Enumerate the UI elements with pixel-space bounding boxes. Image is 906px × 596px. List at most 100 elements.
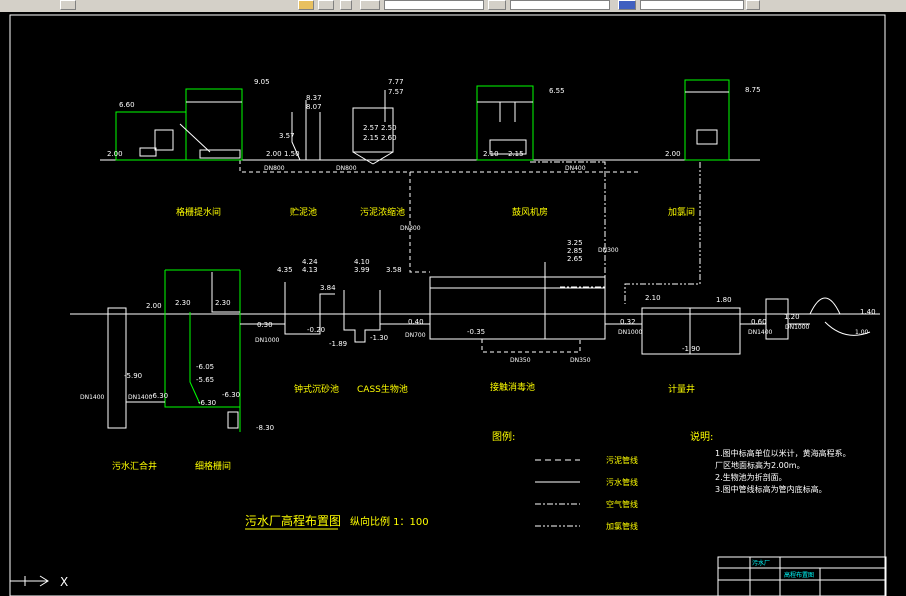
elevation-mark: 7.77 <box>388 78 404 86</box>
dropdown-arrow-icon[interactable] <box>340 0 352 10</box>
metering-well <box>765 298 789 340</box>
facility-label: 格栅提水间 <box>176 206 221 218</box>
pipe-label: DN300 <box>400 225 421 232</box>
elevation-mark: 2.00 <box>266 150 282 158</box>
elevation-mark: 1.20 <box>784 313 800 321</box>
collection-well <box>107 307 127 429</box>
elevation-mark: 4.10 <box>354 258 370 266</box>
toolbar-button[interactable] <box>318 0 334 10</box>
fine-screen-channel <box>284 282 335 335</box>
elevation-mark: -6.30 <box>150 392 168 400</box>
elevation-mark: 2.30 <box>175 299 191 307</box>
drawing-scale: 纵向比例 1：100 <box>350 515 429 528</box>
elevation-mark: -1.89 <box>329 340 347 348</box>
pipe-label: DN1400 <box>748 329 773 336</box>
elevation-mark: 2.00 <box>107 150 123 158</box>
elevation-mark: 2.00 <box>146 302 162 310</box>
elevation-mark: 4.35 <box>277 266 293 274</box>
legend-title: 图例: <box>492 430 515 443</box>
title-block-text: 高程布置图 <box>784 571 814 579</box>
grit-chamber <box>343 290 381 343</box>
toolbar-button[interactable] <box>746 0 760 10</box>
legend-label: 加氯管线 <box>606 521 638 531</box>
elevation-mark: 7.57 <box>388 88 404 96</box>
elevation-mark: 2.00 <box>665 150 681 158</box>
legend-label: 污水管线 <box>606 477 638 487</box>
layer-icon[interactable] <box>360 0 380 10</box>
toolbar-button[interactable] <box>488 0 506 10</box>
elevation-mark: -0.20 <box>307 326 325 334</box>
facility-label: 污水汇合井 <box>112 460 157 472</box>
chlorine-house <box>684 79 730 161</box>
pipe-label: DN700 <box>405 332 426 339</box>
elevation-mark: 3.84 <box>320 284 336 292</box>
elevation-mark: -6.30 <box>198 399 216 407</box>
elevation-mark: 2.50 <box>381 124 397 132</box>
elevation-mark: 2.65 <box>567 255 583 263</box>
fine-screen-pump-well <box>164 269 241 432</box>
elevation-mark: 0.60 <box>751 318 767 326</box>
sludge-tank <box>291 100 321 161</box>
elevation-mark: -8.30 <box>256 424 274 432</box>
drawing-frame <box>9 14 886 596</box>
elevation-mark: 4.13 <box>302 266 318 274</box>
elevation-mark: 0.30 <box>257 321 273 329</box>
facility-label: 加氯间 <box>668 206 695 218</box>
facility-label: 污泥浓缩池 <box>360 206 405 218</box>
elevation-mark: -6.30 <box>222 391 240 399</box>
pipe-label: DN350 <box>570 357 591 364</box>
elevation-mark: 2.15 <box>508 150 524 158</box>
blower-house <box>476 85 534 161</box>
elevation-mark: 2.15 <box>363 134 379 142</box>
elevation-mark: 3.25 <box>567 239 583 247</box>
pipe-label: DN300 <box>598 247 619 254</box>
elevation-mark: -1.30 <box>370 334 388 342</box>
elevation-mark: 2.60 <box>381 134 397 142</box>
elevation-mark: 0.40 <box>408 318 424 326</box>
cass-tank <box>429 262 606 353</box>
elevation-mark: 2.30 <box>215 299 231 307</box>
facility-label: 细格栅间 <box>195 460 231 472</box>
toolbar-button[interactable] <box>60 0 76 10</box>
pipe-label: DN1400 <box>80 394 105 401</box>
pipe-label: DN1000 <box>255 337 280 344</box>
elevation-mark: 9.05 <box>254 78 270 86</box>
elevation-mark: -6.05 <box>196 363 214 371</box>
elevation-mark: 1.50 <box>284 150 300 158</box>
match-properties-icon[interactable] <box>298 0 314 10</box>
chlorine-pipe <box>624 162 701 304</box>
elevation-mark: 4.24 <box>302 258 318 266</box>
style-dropdown[interactable] <box>510 0 610 10</box>
legend-label: 污泥管线 <box>606 455 638 465</box>
elevation-mark: 2.85 <box>567 247 583 255</box>
elevation-mark: -5.90 <box>124 372 142 380</box>
note-line: 1.图中标高单位以米计，黄海高程系。 <box>715 448 851 458</box>
layer-dropdown[interactable] <box>384 0 484 10</box>
elevation-mark: 3.57 <box>279 132 295 140</box>
elevation-mark: 1.80 <box>716 296 732 304</box>
elevation-mark: 3.99 <box>354 266 370 274</box>
elevation-mark: 6.60 <box>119 101 135 109</box>
note-line: 2.生物池为折剖面。 <box>715 472 787 482</box>
elevation-mark: 8.07 <box>306 103 322 111</box>
sewage-pipe-bottom <box>126 323 810 403</box>
facility-label: 钟式沉砂池 <box>294 383 339 395</box>
elevation-mark: -5.65 <box>196 376 214 384</box>
linetype-dropdown[interactable] <box>640 0 744 10</box>
facility-labels-top: 格栅提水间贮泥池污泥浓缩池鼓风机房加氯间 <box>176 206 695 218</box>
contact-tank <box>641 307 741 355</box>
properties-icon[interactable] <box>618 0 636 10</box>
notes: 1.图中标高单位以米计，黄海高程系。厂区地面标高为2.00m。 2.生物池为折剖面… <box>715 448 851 494</box>
note-line: 厂区地面标高为2.00m。 <box>715 460 805 470</box>
pipe-label: 1.00 <box>855 329 869 336</box>
elevation-mark: 2.10 <box>483 150 499 158</box>
air-pipe <box>530 161 606 288</box>
sludge-pipe-top <box>239 160 640 273</box>
pipe-label: DN800 <box>336 165 357 172</box>
outfall <box>809 297 880 336</box>
